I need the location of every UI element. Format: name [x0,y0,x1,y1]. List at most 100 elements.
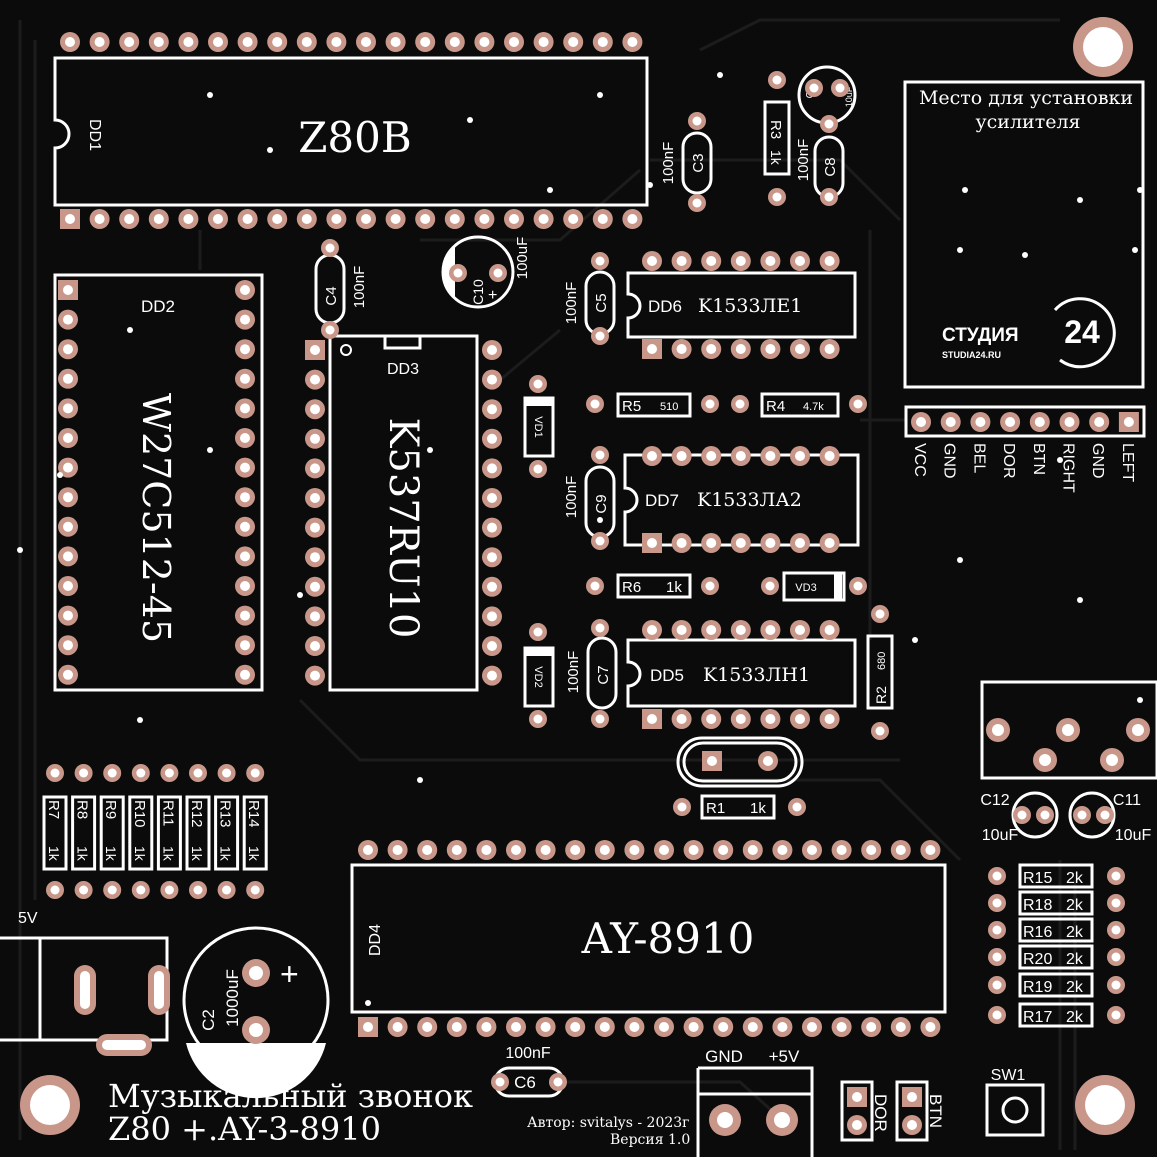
c4-value: 100nF [351,266,368,309]
dd6-pad [671,339,692,359]
dd4-pad [506,1017,526,1037]
dd1-pad [563,209,584,229]
c3-ref: C3 [690,153,707,172]
component-pad [849,577,867,595]
vd2-ref: VD2 [532,666,544,687]
dd3-pad [305,517,325,538]
resistor-pad [217,764,236,782]
dd7-pad [671,446,692,466]
jack-pad [1056,718,1080,742]
sw1-ref: SW1 [991,1067,1026,1084]
dd4-pad [446,1017,467,1037]
via [137,717,143,723]
power-jack-label: 5V [18,910,38,927]
r2-value: 680 [876,652,888,670]
header-pin-pad [1089,412,1110,432]
dd4-pad [920,1017,941,1037]
dd2-pad [235,516,255,537]
dd1-pad [533,32,554,52]
c2-ref: C2 [199,1009,218,1031]
dd7-pad [819,446,840,466]
chip-dd2: DD2 W27C512-45 [53,273,264,692]
dd1-pad [148,32,169,52]
dd1-pad [296,209,317,229]
right-resistor-ref: R19 [1023,979,1052,996]
dd2-pad [235,398,255,419]
dd5-pad [760,709,781,729]
dd1-pad [356,32,376,52]
via [1057,457,1063,463]
resistor-pad [46,881,64,899]
dd3-pad [482,458,502,479]
dd3-name: K537RU10 [380,418,426,639]
component-pad [529,623,547,641]
r2-ref: R2 [873,686,889,704]
dd1-pad [474,209,495,229]
dd3-pad [305,369,325,390]
component-pad [768,71,786,89]
dd4-pad [565,840,586,860]
dd4-pad [535,840,556,860]
chip-dd3: DD3 K537RU10 [328,334,479,692]
dd3-pad [482,488,502,508]
dd4-ref: DD4 [367,924,384,956]
right-resistor-ref: R18 [1023,897,1052,914]
dd1-pad [89,32,110,52]
c2-pad [242,1016,270,1044]
right-resistor-value: 2k [1066,870,1084,887]
component-pad [449,264,467,282]
dd4-pad [654,1017,674,1037]
resistor-pad [131,881,150,899]
resistors: R3 1k R5 510 R4 4.7k R6 1k R1 1k R2 680 [616,100,894,820]
component-pad [871,722,889,740]
c7-ref: C7 [595,665,612,684]
dd4-pad [742,1017,763,1037]
dd3-pad [305,340,325,360]
via [1137,187,1143,193]
ladder-resistor-ref: R7 [45,800,62,819]
dd4-pad [654,840,674,860]
via [647,182,653,188]
r4-ref: R4 [766,398,785,415]
header-pin-label: GND [1089,443,1106,479]
dd4-pad [535,1017,556,1037]
via [207,92,213,98]
resistor-pad [217,881,236,899]
component-pad [1013,806,1031,824]
amp-line1: Место для установки [919,87,1133,109]
via [267,147,273,153]
component-pad [321,321,339,339]
dd2-pad [235,605,255,626]
component-pad [591,252,609,270]
component-pad [701,577,719,595]
jumper-dor-label: DOR [871,1094,890,1132]
dd5-pad [819,709,840,729]
dd4-name: AY-8910 [581,914,755,963]
dd4-pad [861,1017,882,1037]
component-pad [805,79,823,97]
dd3-pad [305,606,325,627]
dd2-pad [58,605,78,626]
dd2-pad [235,309,255,330]
c10-value: 100uF [514,237,531,280]
dd7-pad [642,446,662,466]
dd2-pad [58,280,78,300]
dd2-pad [235,635,255,656]
dd7-pad [790,533,810,553]
component-pad [591,619,609,637]
dd6-ref: DD6 [648,297,682,316]
dd3-ref: DD3 [387,361,419,378]
dd1-pad [119,32,140,52]
dd7-ref: DD7 [645,491,679,510]
dd6-pad [790,251,810,271]
dd2-pad [235,487,255,508]
via [1137,697,1143,703]
dd1-pad [444,209,465,229]
resistor-pad [246,764,265,782]
component-pad [586,395,604,413]
ladder-resistor-value: 1k [75,846,91,862]
dd6-pad [701,339,722,359]
dd4-pad [831,1017,852,1037]
